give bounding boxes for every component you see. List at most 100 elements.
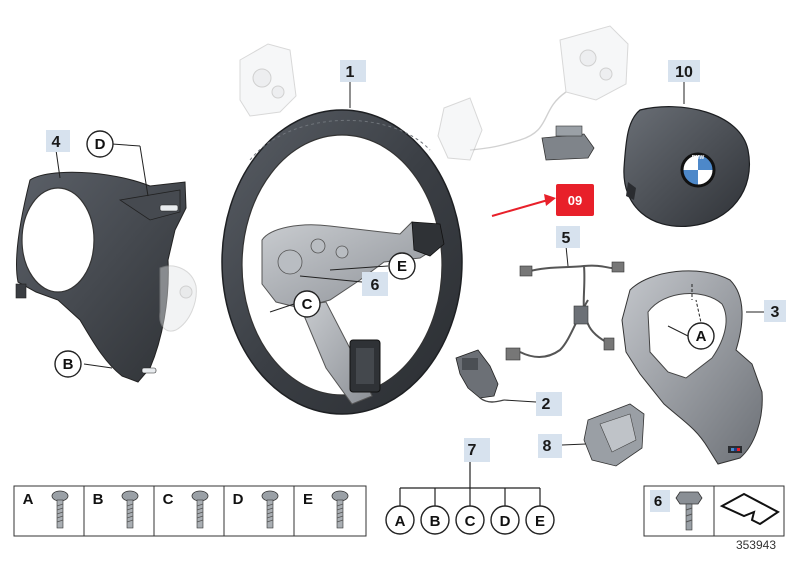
screw-thread-mark [126,511,134,515]
screw-thread-mark [266,515,274,519]
steering-wheel-part1 [221,109,463,415]
part-label-1: 1 [340,60,366,82]
screw-thread-mark [266,507,274,511]
svg-text:5: 5 [562,230,571,247]
screw-thread-mark [336,519,344,523]
kit-7-item-a: A [385,505,415,535]
screw-thread-mark [56,503,64,507]
screw-thread-mark [126,503,134,507]
mf-switch-ghost-right [469,25,629,151]
callout-d: D [86,130,114,158]
kit-7-item-e: E [525,505,555,535]
svg-text:1: 1 [346,64,355,81]
svg-text:E: E [397,258,407,275]
pad-ghost [437,97,483,161]
screw-head-icon [51,490,69,502]
callout-a: A [687,322,715,350]
svg-text:A: A [696,328,707,345]
wiring-harness-part5 [505,261,625,361]
screw-thread-mark [266,519,274,523]
screw-head-icon [121,490,139,502]
svg-text:D: D [95,136,106,153]
part-label-10: 10 [668,60,700,82]
legend-screw-label: A [23,491,34,508]
legend-screw-c: C [163,490,209,529]
part-label-4: 4 [46,130,70,152]
screw-thread-mark [56,511,64,515]
screw-head-icon [191,490,209,502]
kit-7-item-d: D [490,505,520,535]
part-label-2: 2 [536,392,562,416]
screw-thread-mark [56,507,64,511]
part-label-7: 7 [464,438,490,462]
svg-text:C: C [465,513,476,530]
screw-thread-mark [336,503,344,507]
svg-text:B: B [430,513,441,530]
svg-text:B: B [63,356,74,373]
screw-thread-mark [196,507,204,511]
part-label-6: 6 [362,272,388,296]
kit-7-item-b: B [420,505,450,535]
legend-screw-a: A [23,490,69,529]
screw-thread-mark [196,503,204,507]
screw-thread-mark [56,515,64,519]
screw-thread-mark [266,503,274,507]
svg-text:09: 09 [568,193,582,208]
part6-box-label: 6 [654,493,662,510]
screw-head-icon [331,490,349,502]
screw-thread-mark [126,507,134,511]
callout-e: E [388,252,416,280]
svg-text:10: 10 [675,64,693,81]
screw-thread-mark [126,519,134,523]
bolt-icon [675,491,703,531]
screw-thread-mark [56,519,64,523]
callout-b: B [54,350,82,378]
airbag-module-part10: BMW [623,106,750,228]
callout-09[interactable]: 09 [556,184,594,216]
arrow-symbol-icon [719,492,780,526]
screw-thread-mark [196,519,204,523]
bracket-part8 [583,403,645,467]
screw-thread-mark [196,515,204,519]
diagram-number: 353943 [736,538,776,552]
bmw-logo-text: BMW [692,155,705,161]
legend-screw-label: B [93,491,104,508]
callout-arrow [491,194,556,217]
shift-paddle-ghost [159,265,197,332]
svg-text:6: 6 [371,277,380,294]
svg-text:4: 4 [52,134,61,151]
legend-screw-d: D [233,490,279,529]
legend-screw-label: D [233,491,244,508]
kit-7-item-c: C [455,505,485,535]
screw-thread-mark [126,515,134,519]
svg-text:8: 8 [543,438,552,455]
svg-text:7: 7 [468,442,477,459]
svg-text:3: 3 [771,304,780,321]
screw-legend [13,485,367,537]
screw-thread-mark [336,515,344,519]
legend-screw-label: C [163,491,174,508]
lower-trim-cover-part4 [15,171,187,383]
legend-screw-label: E [303,491,313,508]
legend-screw-b: B [93,490,139,529]
kit-7-tree [399,462,541,506]
screw-head-icon [261,490,279,502]
callout-c: C [293,290,321,318]
legend-screw-cells: A B C D E [23,490,349,529]
svg-text:D: D [500,513,511,530]
wiring-connector [541,125,595,161]
part6-box: 6 [643,485,785,537]
part-label-3: 3 [764,300,786,322]
screw-thread-mark [336,507,344,511]
part-label-8: 8 [538,434,562,458]
screw-thread-mark [336,511,344,515]
mf-switch-ghost-left [239,43,297,117]
svg-text:A: A [395,513,406,530]
svg-text:E: E [535,513,545,530]
screw-thread-mark [266,511,274,515]
part-label-5: 5 [556,226,580,248]
screw-thread-mark [196,511,204,515]
sensor-part2 [455,349,505,403]
svg-text:C: C [302,296,313,313]
